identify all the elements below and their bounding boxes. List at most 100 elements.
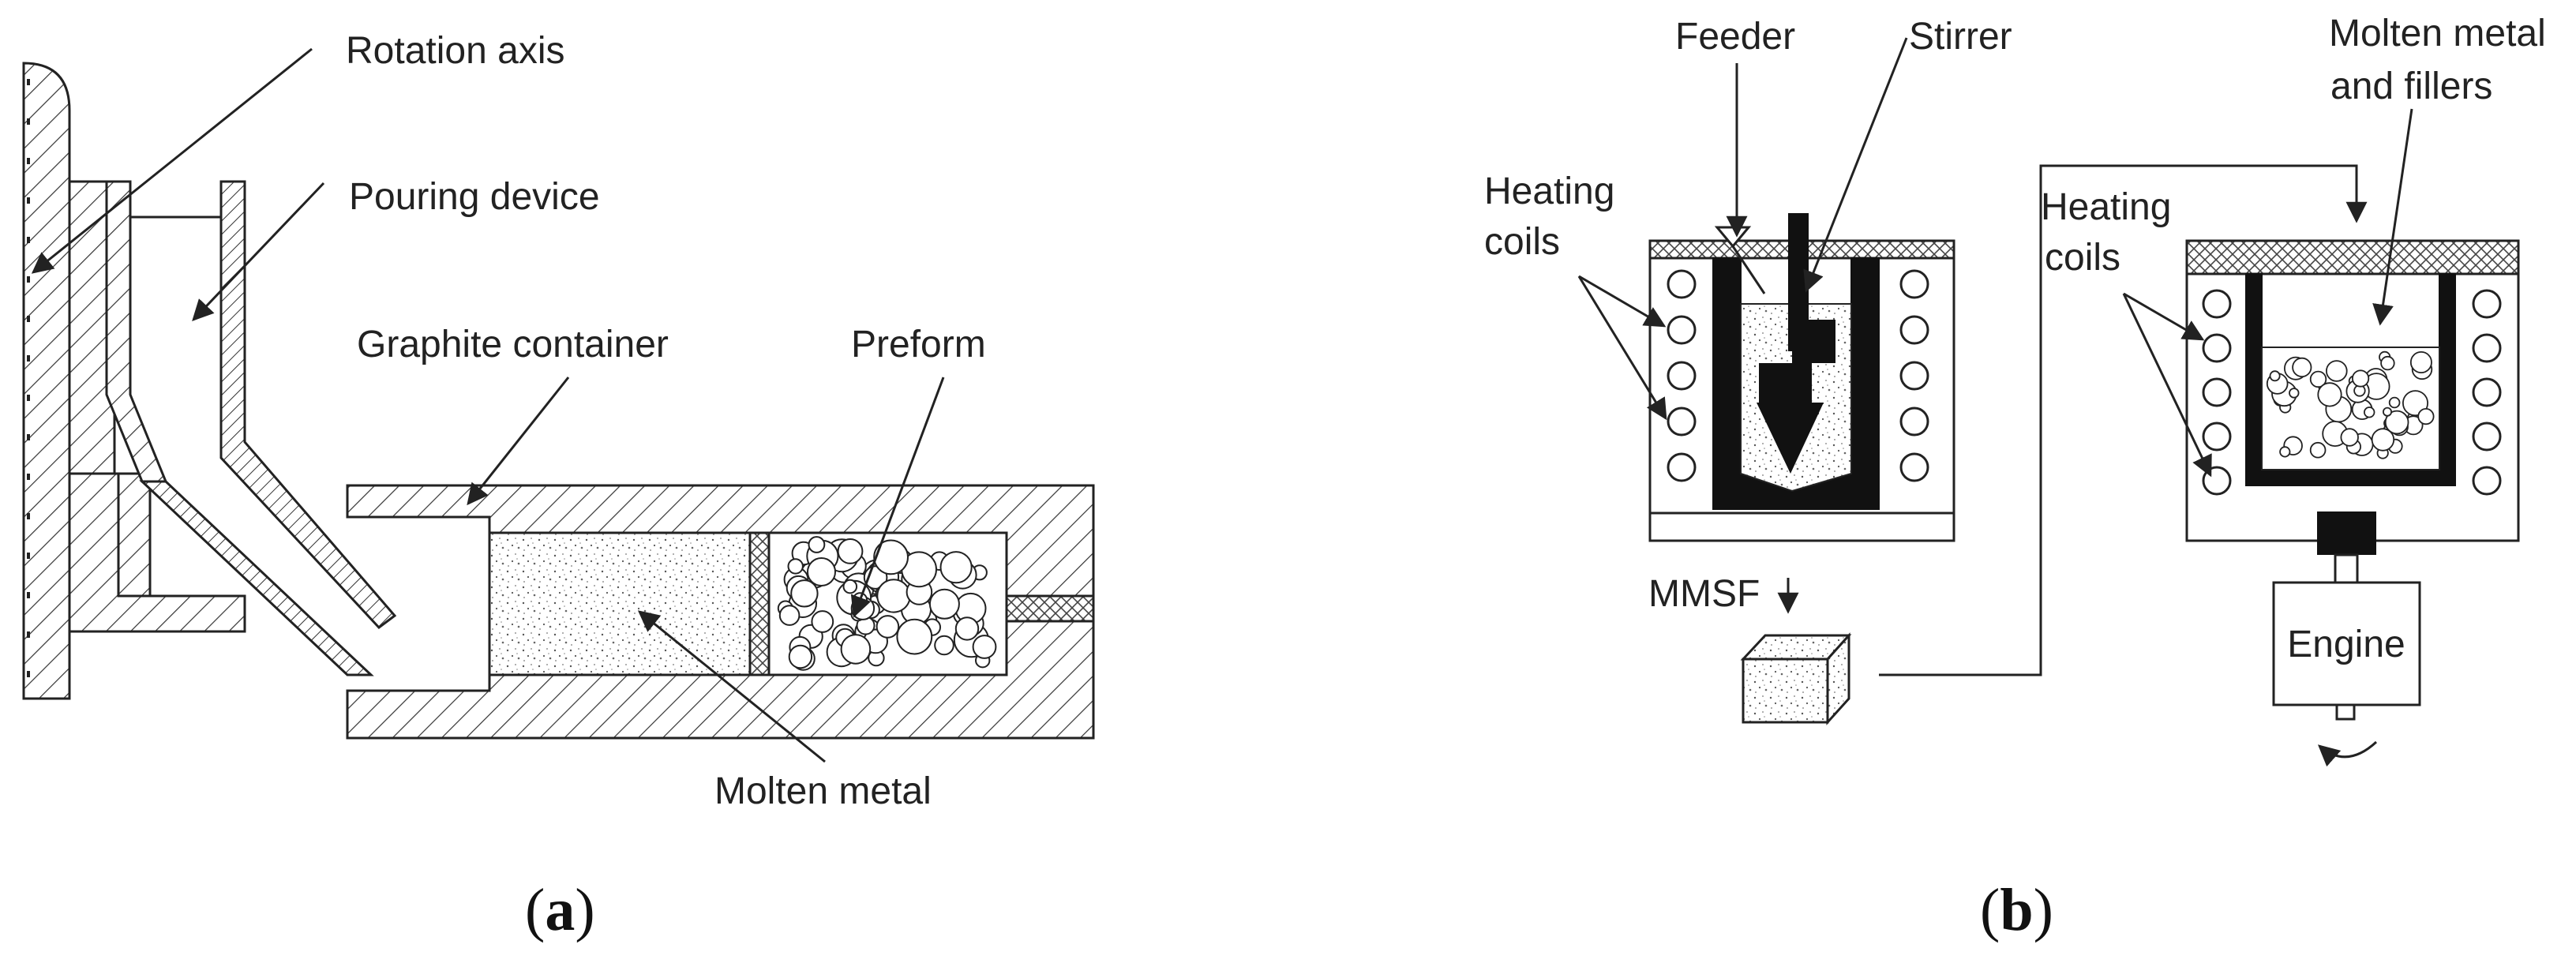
heating-coil [2472,422,2502,452]
heating-coil [1667,452,1697,482]
right-furnace-lid [2185,239,2520,275]
preform-bubble [837,538,864,564]
arrow-coils-left-a [1578,275,1667,328]
preform-bubble [811,610,834,633]
heating-coil [1899,315,1929,345]
arrow-pouring-device [192,182,325,321]
feeder-tube [1731,245,1766,294]
preform-bubble [972,635,997,659]
heating-coil [1899,452,1929,482]
preform-bubble [954,616,980,641]
heating-coil [2472,466,2502,496]
filler-bubble [2388,396,2401,409]
label-feeder: Feeder [1675,16,1795,58]
panel-a: Rotation axis Pouring device Graphite co… [22,30,1095,943]
separator-plate [748,531,771,676]
arrow-coils-left-b [1577,275,1667,421]
preform-bubble [939,551,973,584]
heating-coil [1667,361,1697,391]
panel-b: MMSF Engine Feeder Stirrer Heating coils… [1484,13,2546,943]
heating-coil [1899,407,1929,437]
right-crucible [2245,273,2456,486]
heating-coil [2202,333,2232,363]
label-engine: Engine [2287,624,2405,665]
filler-bubble [2352,369,2370,388]
melt-filler-bubbles [2266,350,2435,459]
heating-coils-right-furnace-b [2472,289,2502,496]
label-molten-metal-fillers-2: and fillers [2330,66,2492,107]
preform-bubble [934,635,954,656]
stirrer-blade-lower [1759,363,1812,403]
filler-bubble [2279,446,2291,458]
heating-coils-right-furnace-a [2202,289,2232,496]
filler-bubble [2380,355,2395,371]
heating-coil [2202,422,2232,452]
caption-a: (a) [525,877,595,943]
preform-bubble [807,557,836,586]
engine-shaft-bottom [2335,703,2356,721]
label-graphite-container: Graphite container [357,324,669,365]
filler-bubble [2417,407,2435,425]
label-heating-coils-left-1: Heating [1484,170,1614,212]
heating-coil [1899,361,1929,391]
funnel-outer-right [219,180,397,630]
label-heating-coils-right-2: coils [2045,237,2120,279]
filler-bubble [2340,428,2359,447]
heating-coil [2472,289,2502,319]
preform-bubble [842,579,858,594]
label-preform: Preform [851,324,986,365]
caption-b: (b) [1980,877,2053,943]
arrow-coils-right-a [2123,292,2205,341]
arrow-rotation-axis [31,47,313,274]
filler-bubble [2309,370,2327,388]
preform-bubble [787,558,804,575]
filler-bubble [2384,410,2409,435]
transfer-line [1879,164,2368,676]
heating-coil [1667,407,1697,437]
preform-bubble [876,579,911,613]
engine-shaft-top [2334,553,2359,584]
arrow-stirrer [1803,37,1908,293]
filler-bubble [2382,407,2392,417]
preform-bubble [876,615,900,639]
heating-coil [2202,289,2232,319]
heating-coils-left-furnace-a [1667,269,1697,482]
filler-bubble [2269,370,2281,382]
preform-bubble [778,605,801,626]
heating-coil [1667,269,1697,299]
preform-bubbles [777,536,997,671]
heating-coil [2202,377,2232,407]
heating-coil [1899,269,1929,299]
stirrer-arrow-head [1757,403,1824,474]
filler-bubble [2309,441,2327,459]
preform-bubble [790,579,819,608]
mmsf-cube [1740,632,1852,725]
pouring-device-base [68,472,246,633]
arrow-molten-metal [637,610,826,763]
filler-bubble [2317,382,2342,407]
filler-bubble [2409,350,2432,373]
label-stirrer: Stirrer [1909,16,2012,58]
filler-bubble [2402,390,2428,417]
label-molten-metal: Molten metal [714,770,932,812]
label-mmsf: MMSF [1648,573,1760,615]
heating-coil [1667,315,1697,345]
preform-bubble [873,539,909,575]
molten-metal-region [488,531,752,676]
preform-bubble [840,634,872,665]
preform-bubble [928,588,960,620]
heating-coil [2472,333,2502,363]
preform-bubble [808,536,826,553]
preform-bubble [896,618,933,655]
label-heating-coils-right-1: Heating [2041,186,2171,228]
filler-bubble [2289,388,2300,399]
arrow-preform [850,377,945,618]
filler-bubble [2292,357,2312,377]
arrow-molten-metal-fillers [2372,108,2413,326]
heating-coil [2472,377,2502,407]
filler-bubble [2371,428,2395,452]
heating-coils-left-furnace-b [1899,269,1929,482]
container-outlet [1005,594,1095,623]
rotation-arrow [2317,740,2378,767]
